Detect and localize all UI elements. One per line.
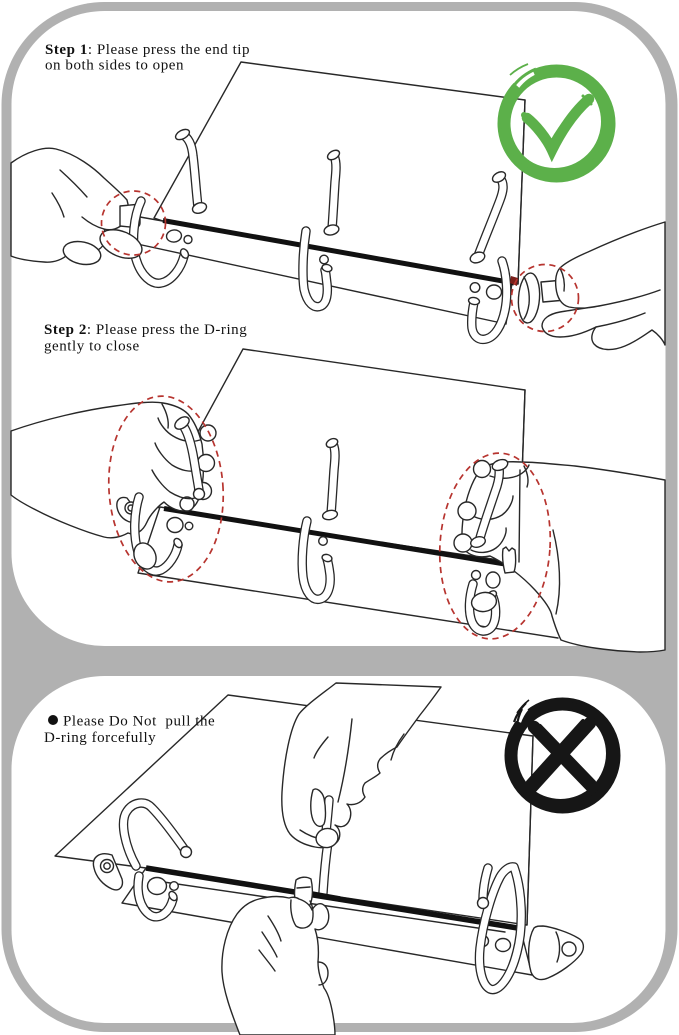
- svg-text:Step 2: Please press the D-rin: Step 2: Please press the D-ring: [44, 322, 247, 338]
- svg-text:gently to close: gently to close: [44, 339, 140, 355]
- svg-text:Step 1: Please press the end t: Step 1: Please press the end tip: [45, 42, 250, 58]
- svg-text:D-ring forcefully: D-ring forcefully: [44, 730, 156, 746]
- svg-text:on both sides to open: on both sides to open: [45, 58, 184, 74]
- svg-text:Please Do Not pull the: Please Do Not pull the: [63, 714, 215, 730]
